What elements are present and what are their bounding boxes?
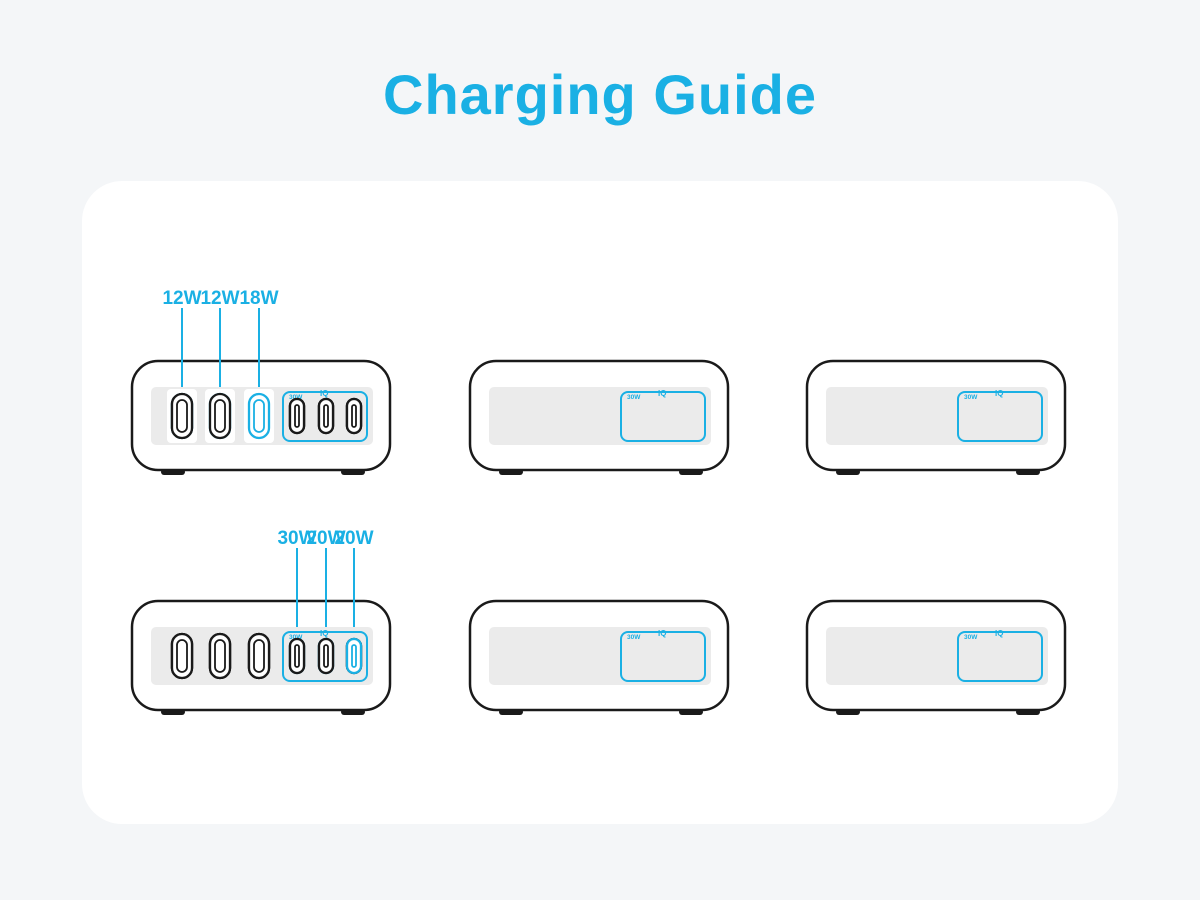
fast-group-label: 30W xyxy=(289,634,303,641)
usb-c-port xyxy=(317,397,335,435)
fast-charge-group xyxy=(282,631,368,682)
iq-brand-label: IQ xyxy=(658,389,666,398)
port-panel xyxy=(489,387,711,445)
usb-c-port xyxy=(345,397,363,435)
fast-group-label: 30W xyxy=(289,394,303,401)
charger-6: 30W IQ xyxy=(170,599,1067,715)
fast-charge-group xyxy=(620,391,706,442)
port-panel xyxy=(489,627,711,685)
usb-c-port-inner xyxy=(176,399,188,433)
wattage-label: 12W xyxy=(162,288,201,309)
usb-c-port xyxy=(317,637,335,675)
usb-c-port-inner xyxy=(323,404,329,428)
charger-3: 30W IQ xyxy=(170,359,1067,475)
iq-brand-label: IQ xyxy=(320,389,328,398)
usb-c-port-inner xyxy=(176,639,188,673)
fast-charge-group xyxy=(620,631,706,682)
fast-group-label: 30W xyxy=(964,394,978,401)
fast-charge-group xyxy=(282,391,368,442)
usb-c-port-inner xyxy=(351,404,357,428)
usb-c-port-inner xyxy=(351,644,357,668)
port-panel xyxy=(826,627,1048,685)
usb-c-port-inner xyxy=(253,399,265,433)
wattage-label: 30W xyxy=(277,528,316,549)
wattage-label: 20W xyxy=(334,528,373,549)
wattage-label: 18W xyxy=(239,288,278,309)
usb-c-port-inner xyxy=(323,644,329,668)
iq-brand-label: IQ xyxy=(320,629,328,638)
usb-c-port-inner xyxy=(294,404,300,428)
wattage-label: 12W xyxy=(200,288,239,309)
iq-brand-label: IQ xyxy=(995,629,1003,638)
fast-charge-group xyxy=(957,631,1043,682)
usb-c-port-inner xyxy=(214,399,226,433)
usb-c-port-active xyxy=(345,637,363,675)
guide-panel xyxy=(82,181,1118,824)
port-panel xyxy=(826,387,1048,445)
fast-group-label: 30W xyxy=(627,394,641,401)
usb-c-port xyxy=(288,637,306,675)
usb-c-port-inner xyxy=(294,644,300,668)
page-title: Charging Guide xyxy=(383,63,817,126)
fast-group-label: 30W xyxy=(964,634,978,641)
usb-c-port xyxy=(288,397,306,435)
fast-charge-group xyxy=(957,391,1043,442)
iq-brand-label: IQ xyxy=(658,629,666,638)
iq-brand-label: IQ xyxy=(995,389,1003,398)
usb-c-port-inner xyxy=(214,639,226,673)
fast-group-label: 30W xyxy=(627,634,641,641)
wattage-label: 20W xyxy=(306,528,345,549)
usb-c-port-inner xyxy=(253,639,265,673)
